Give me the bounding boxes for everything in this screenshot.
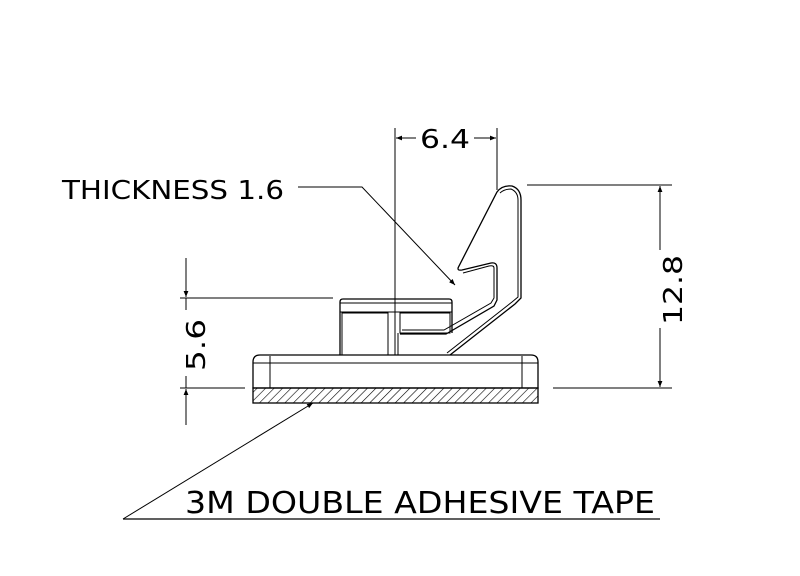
thickness-label: THICKNESS 1.6 [61, 176, 284, 206]
dimension-height-total: 12.8 [527, 184, 689, 389]
base-plate [252, 354, 539, 389]
thickness-callout: THICKNESS 1.6 [61, 176, 456, 286]
dimension-width: 6.4 [394, 125, 498, 355]
dimension-height-base-label: 5.6 [182, 319, 212, 371]
dimension-height-total-label: 12.8 [659, 255, 689, 325]
hook-clip [400, 185, 522, 356]
tape-callout: 3M DOUBLE ADHESIVE TAPE [122, 402, 660, 521]
adhesive-tape-hatch [252, 387, 539, 404]
clip-block [339, 298, 453, 356]
dimension-width-label: 6.4 [420, 125, 470, 155]
dimension-height-base: 5.6 [180, 258, 333, 425]
tape-label: 3M DOUBLE ADHESIVE TAPE [185, 486, 655, 521]
